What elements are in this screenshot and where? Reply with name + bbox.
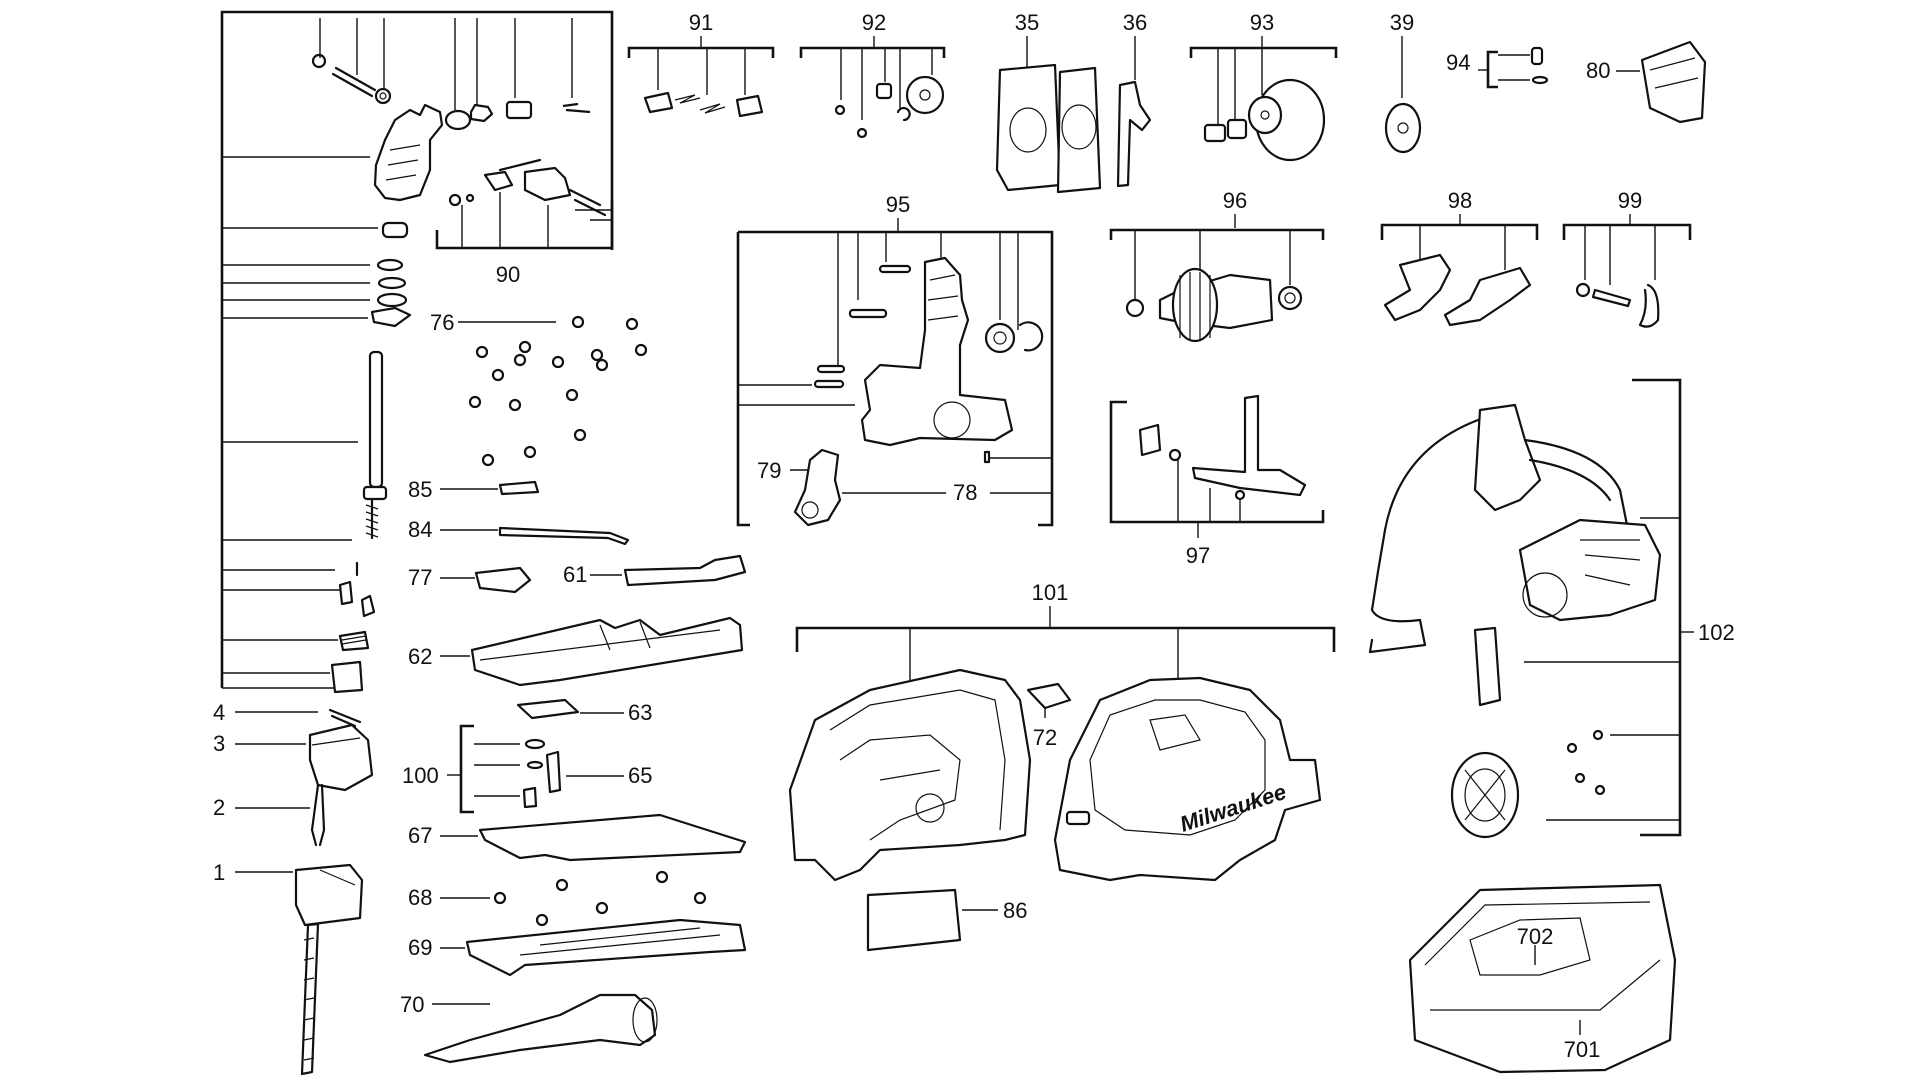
carry-case-group: 702 701: [1408, 883, 1677, 1074]
label-part-79: 79: [757, 458, 781, 483]
label-part-86: 86: [1003, 898, 1027, 923]
label-part-94: 94: [1446, 50, 1470, 75]
label-part-96: 96: [1223, 188, 1247, 213]
housing-group: 101 Milwaukee 72 86: [788, 580, 1336, 952]
label-part-85: 85: [408, 477, 432, 502]
label-part-101: 101: [1032, 580, 1069, 605]
plunger-assembly-group: 4 3 2 1 90: [213, 10, 614, 1076]
label-part-69: 69: [408, 935, 432, 960]
label-part-36: 36: [1123, 10, 1147, 35]
top-parts-group: 91 92 35 36 93: [627, 10, 1707, 194]
label-part-95: 95: [886, 192, 910, 217]
label-part-35: 35: [1015, 10, 1039, 35]
label-part-68: 68: [408, 885, 432, 910]
label-part-67: 67: [408, 823, 432, 848]
label-part-39: 39: [1390, 10, 1414, 35]
label-part-2: 2: [213, 795, 225, 820]
label-part-78: 78: [953, 480, 977, 505]
label-part-100: 100: [402, 763, 439, 788]
label-part-76: 76: [430, 310, 454, 335]
label-part-1: 1: [213, 860, 225, 885]
label-part-92: 92: [862, 10, 886, 35]
electronics-group: 102: [1368, 378, 1735, 839]
label-part-702: 702: [1517, 924, 1554, 949]
base-parts-group: 62 63 100 65 67 68 69 70: [400, 616, 747, 1064]
label-part-84: 84: [408, 517, 432, 542]
small-parts-group: 76 85 84 77 61: [408, 310, 747, 594]
label-part-62: 62: [408, 644, 432, 669]
switch-parts-group: 98 99: [1380, 188, 1692, 328]
label-part-91: 91: [689, 10, 713, 35]
label-part-4: 4: [213, 700, 225, 725]
gear-housing-group: 95 79 78: [736, 192, 1054, 527]
label-part-77: 77: [408, 565, 432, 590]
label-part-102: 102: [1698, 620, 1735, 645]
label-part-98: 98: [1448, 188, 1472, 213]
armature-group: 96 97: [1109, 188, 1325, 568]
label-part-61: 61: [563, 562, 587, 587]
label-part-93: 93: [1250, 10, 1274, 35]
label-part-72: 72: [1033, 725, 1057, 750]
label-part-701: 701: [1564, 1037, 1601, 1062]
label-part-63: 63: [628, 700, 652, 725]
label-part-99: 99: [1618, 188, 1642, 213]
label-part-90: 90: [496, 262, 520, 287]
label-part-65: 65: [628, 763, 652, 788]
label-part-97: 97: [1186, 543, 1210, 568]
label-part-70: 70: [400, 992, 424, 1017]
label-part-80: 80: [1586, 58, 1610, 83]
label-part-3: 3: [213, 731, 225, 756]
